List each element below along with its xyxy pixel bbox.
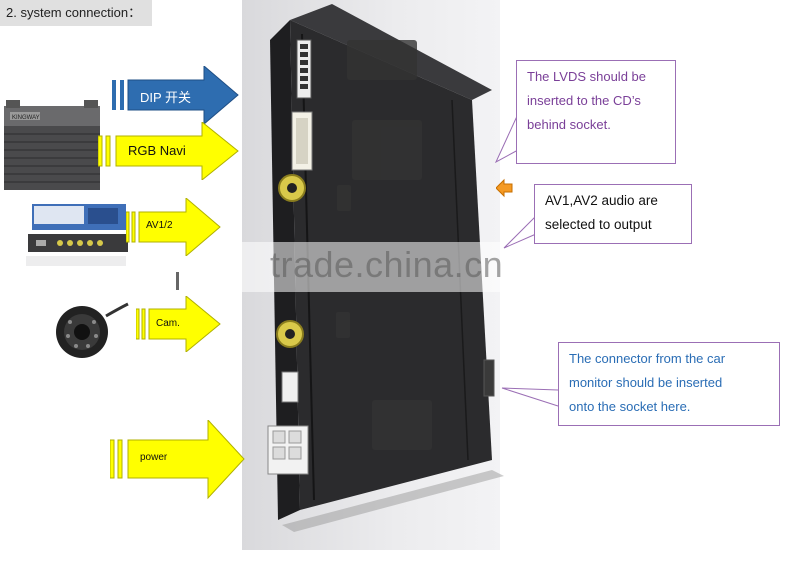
lvds-socket <box>483 359 495 397</box>
watermark-text: trade.china.cn <box>270 244 504 285</box>
audio-indicator-arrow <box>496 178 513 198</box>
dip-arrow-label: DIP 开关 <box>140 90 192 105</box>
lvds-callout-line-3: behind socket. <box>527 117 611 132</box>
lvds-callout: The LVDS should be inserted to the CD’s … <box>516 60 676 164</box>
cam-arrow-label: Cam. <box>156 318 180 329</box>
cam-arrow: Cam. <box>136 296 222 352</box>
rgb-navi-arrow-label: RGB Navi <box>128 143 186 158</box>
lvds-callout-line-2: inserted to the CD’s <box>527 93 641 108</box>
lvds-callout-line-1: The LVDS should be <box>527 69 646 84</box>
dip-arrow: DIP 开关 <box>112 66 240 126</box>
rgb-navi-arrow: RGB Navi <box>98 122 240 180</box>
audio-callout: AV1,AV2 audio are selected to output <box>534 184 692 244</box>
connector-callout-line-2: monitor should be inserted <box>569 375 723 390</box>
connector-callout-pointer <box>501 387 559 407</box>
section-title: 2. system connection： <box>0 0 152 26</box>
navi-box-illustration: KINGWAY <box>4 100 100 190</box>
av-device-illustration <box>26 204 128 266</box>
power-arrow: power <box>110 420 246 500</box>
lvds-callout-pointer <box>494 113 519 164</box>
navi-box-logo: KINGWAY <box>12 115 40 121</box>
av-arrow-label: AV1/2 <box>146 220 173 231</box>
camera-connector <box>281 371 299 403</box>
audio-callout-line-2: selected to output <box>545 217 652 232</box>
av-arrow: AV1/2 <box>126 198 222 256</box>
av-cable-fragment <box>176 272 179 290</box>
connector-callout-line-1: The connector from the car <box>569 351 726 366</box>
connector-callout-line-3: onto the socket here. <box>569 399 691 414</box>
audio-callout-line-1: AV1,AV2 audio are <box>545 193 658 208</box>
camera-illustration <box>56 302 129 358</box>
power-arrow-label: power <box>140 452 168 463</box>
watermark-band <box>180 242 510 292</box>
audio-callout-pointer <box>503 215 537 249</box>
connector-callout: The connector from the car monitor shoul… <box>558 342 780 426</box>
